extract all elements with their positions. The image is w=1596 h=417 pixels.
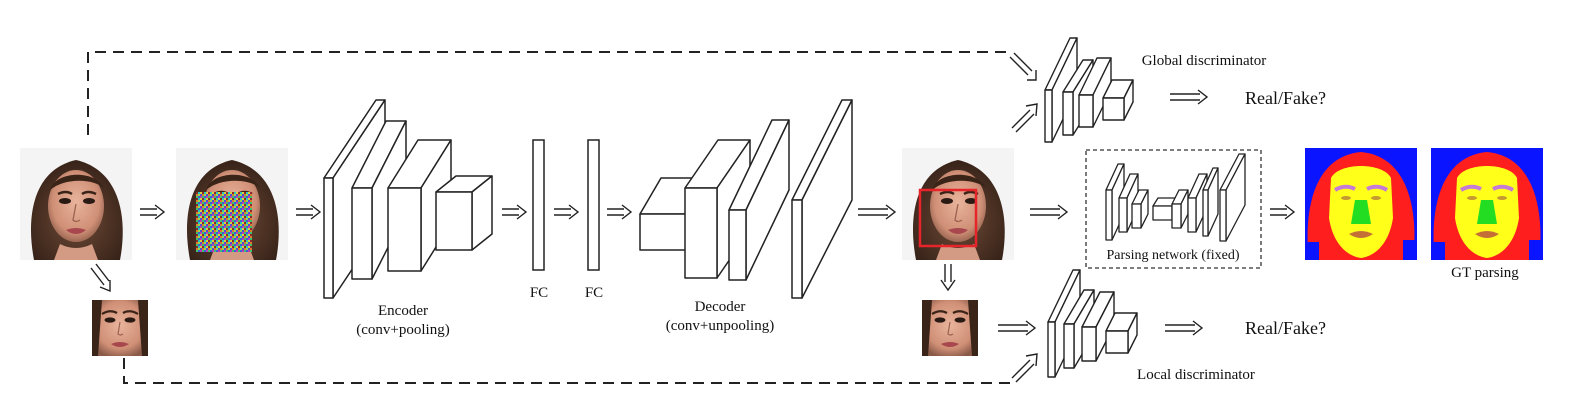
global-discriminator (1044, 37, 1134, 143)
input-face-crop (90, 298, 150, 358)
arrow-input-to-masked (140, 204, 166, 220)
parsing-network-box (1085, 149, 1262, 269)
decoder-title: Decoder (695, 299, 746, 315)
global-skip-connection (87, 51, 1010, 135)
parsing-network (1105, 153, 1246, 242)
arrow-skip-to-global (1009, 52, 1037, 81)
gt-parsing-label: GT parsing (1451, 265, 1519, 281)
arrow-fc-to-decoder (607, 204, 633, 220)
masked-face-image (174, 146, 290, 262)
fc-label-1: FC (530, 285, 548, 301)
parsing-result-map (1303, 146, 1419, 262)
decoder-layer-3 (728, 119, 790, 281)
encoder-subtitle: (conv+pooling) (356, 322, 449, 338)
parsing-network-label: Parsing network (fixed) (1107, 248, 1240, 263)
decoder (639, 99, 853, 299)
encoder (323, 99, 493, 299)
fc-layer-2 (587, 139, 600, 271)
global-discriminator-label: Global discriminator (1142, 53, 1267, 69)
output-face-crop (920, 298, 980, 358)
decoder-subtitle: (conv+unpooling) (666, 318, 774, 334)
arrow-output-to-global (1011, 103, 1038, 133)
decoder-layer-4 (791, 99, 853, 299)
encoder-title: Encoder (378, 303, 428, 319)
fc-label-2: FC (585, 285, 603, 301)
arrow-encoder-to-fc (502, 204, 528, 220)
real-fake-global: Real/Fake? (1245, 88, 1326, 108)
arrow-masked-to-encoder (296, 204, 322, 220)
input-face-image (18, 146, 134, 262)
output-face-image (900, 146, 1016, 262)
arrow-output-to-parsing (1030, 204, 1069, 220)
decoder-layer-2 (684, 139, 751, 279)
arrow-output-down (940, 264, 956, 292)
local-discriminator (1047, 269, 1138, 378)
arrows (90, 52, 1296, 383)
local-discriminator-label: Local discriminator (1137, 367, 1255, 383)
encoder-layer-4 (435, 175, 493, 251)
arrow-input-down (90, 263, 111, 293)
arrow-local-to-realfake (1165, 320, 1204, 336)
arrow-global-to-realfake (1170, 89, 1209, 105)
arrow-parsing-to-map (1270, 204, 1296, 220)
face-highlight-box (918, 188, 978, 248)
arrow-decoder-to-output (858, 204, 897, 220)
gt-parsing-map (1429, 146, 1545, 262)
arrow-fc-to-fc (554, 204, 580, 220)
real-fake-local: Real/Fake? (1245, 318, 1326, 338)
arrow-crop-to-local (998, 320, 1037, 336)
local-skip-connection (123, 358, 1010, 384)
arrow-skip-to-local (1011, 353, 1038, 383)
fc-layer-1 (532, 139, 545, 271)
noise-mask (196, 192, 252, 252)
